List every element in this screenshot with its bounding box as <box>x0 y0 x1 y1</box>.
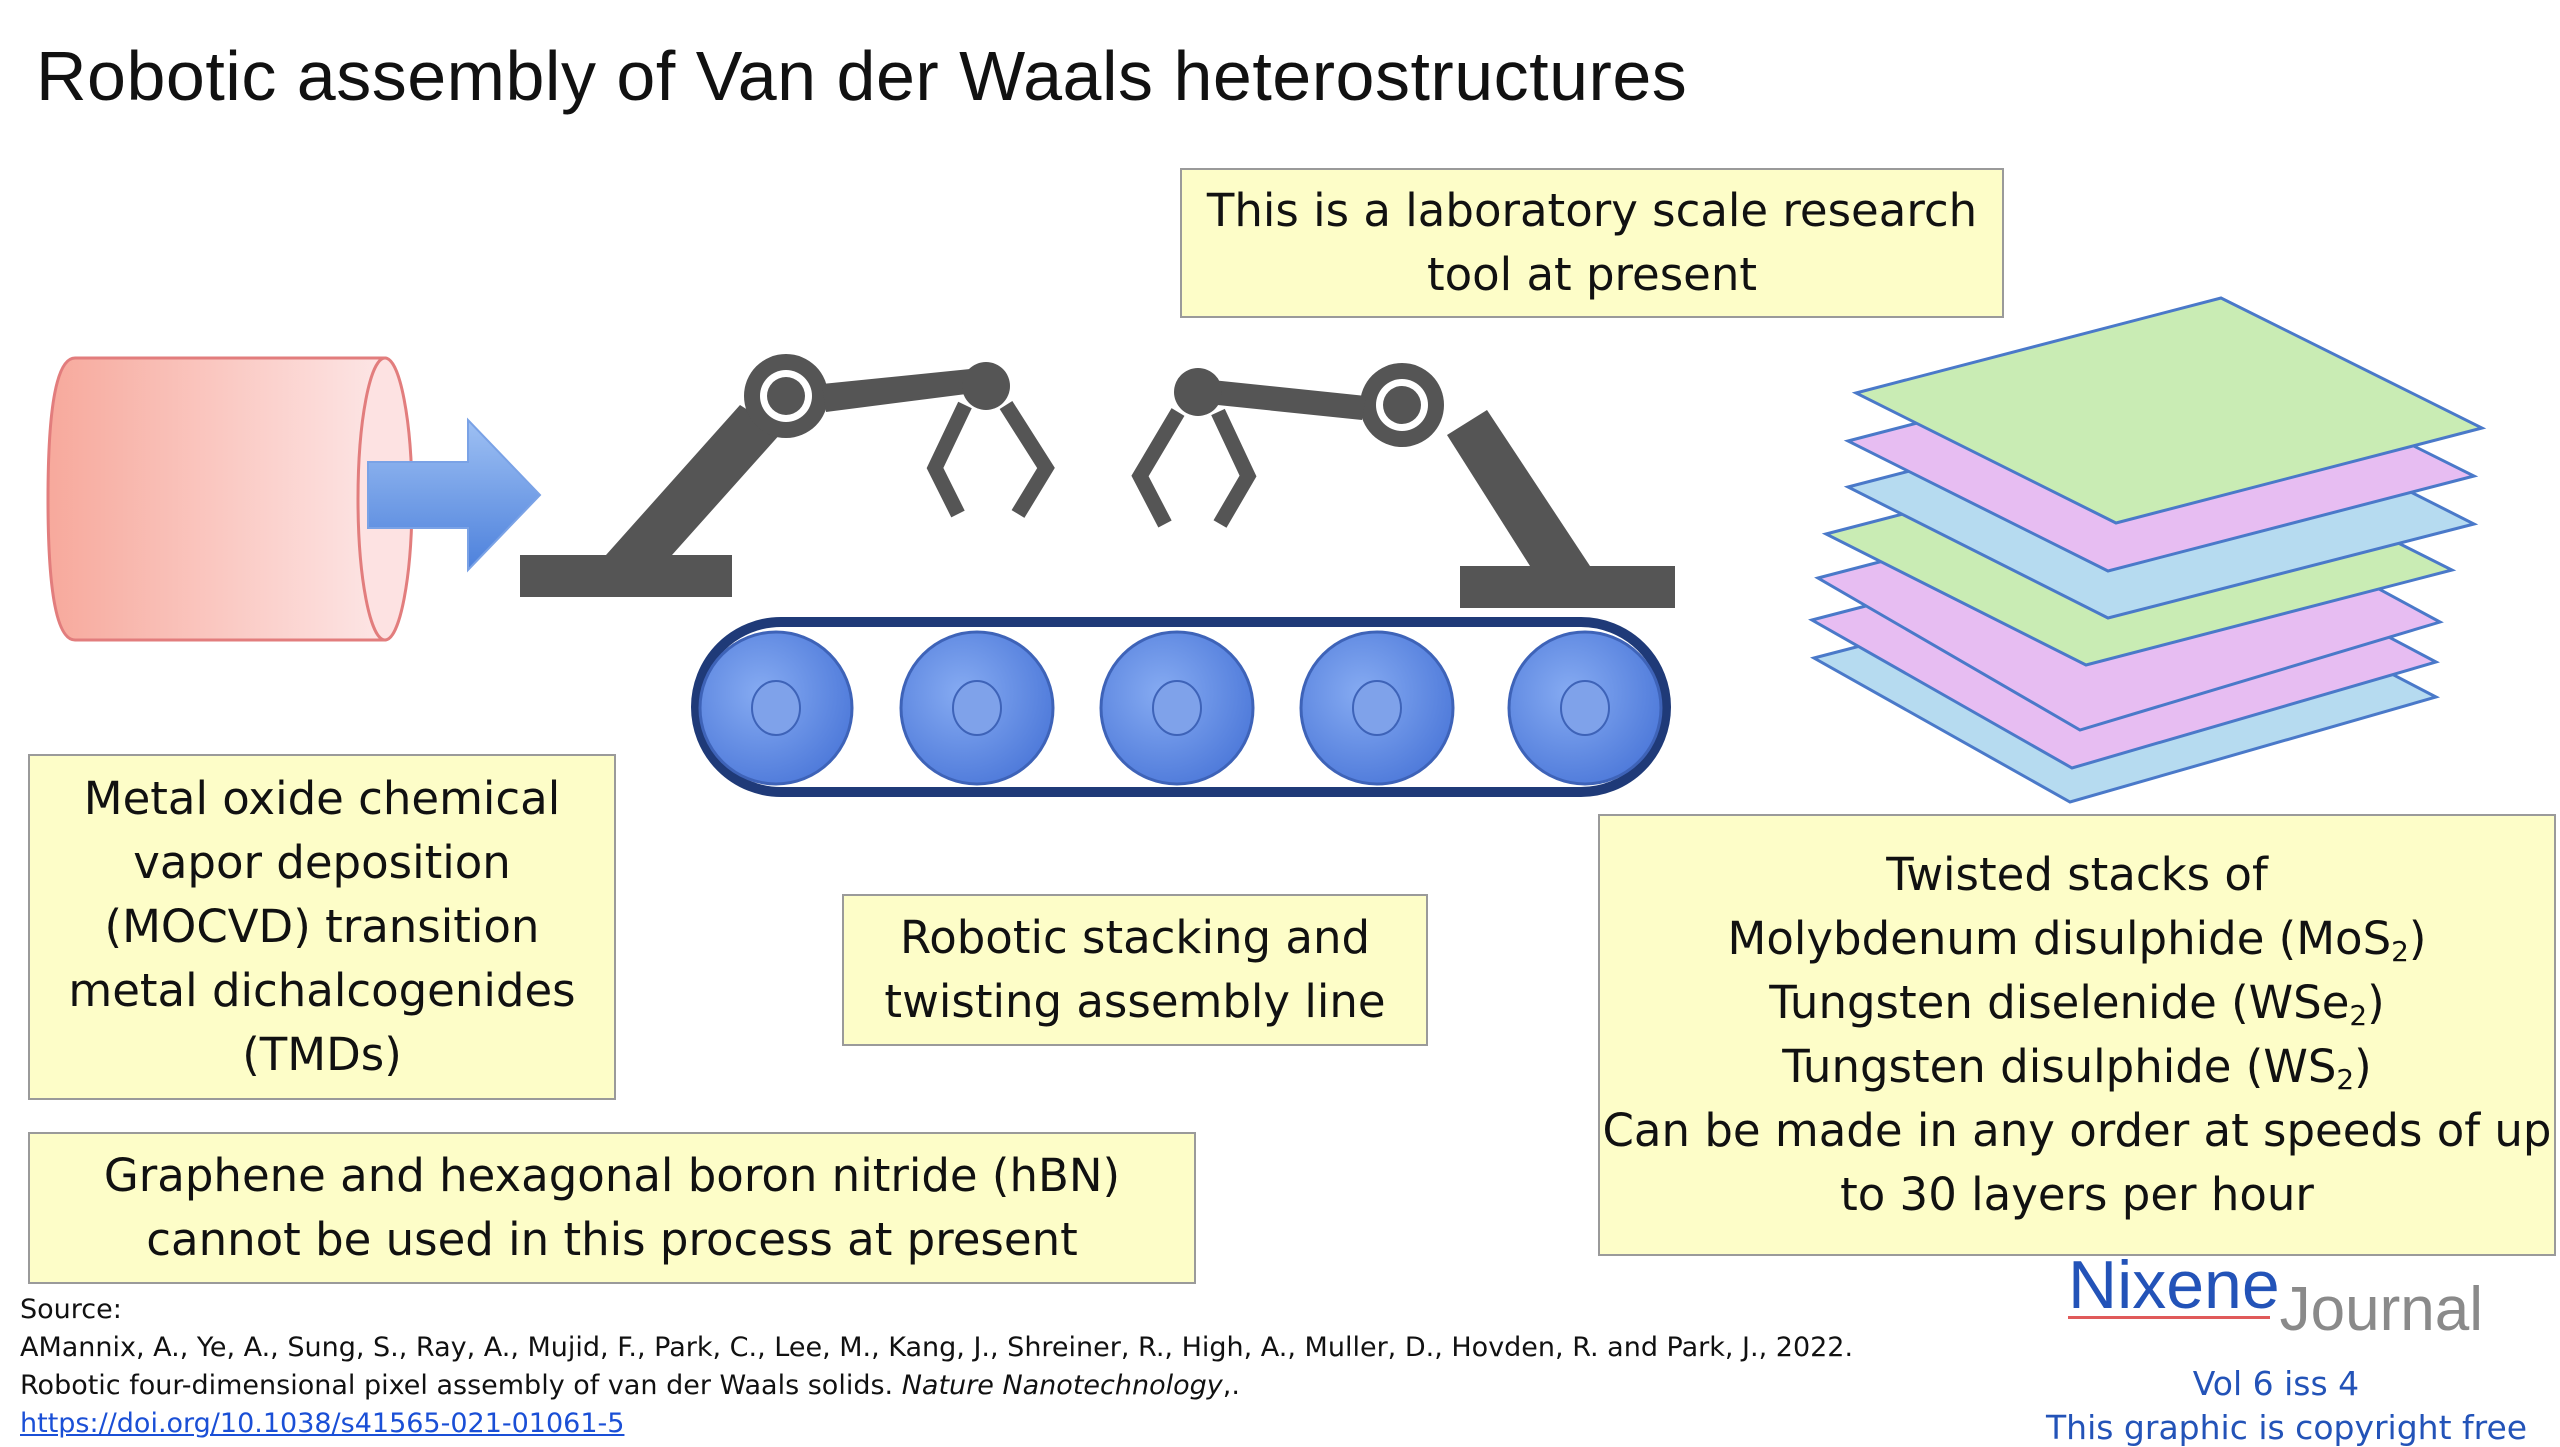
mocvd-line: (MOCVD) transition <box>104 900 540 953</box>
source-title: Robotic four-dimensional pixel assembly … <box>20 1370 1240 1401</box>
input-arrow-icon <box>367 417 542 573</box>
graphene-line: cannot be used in this process at presen… <box>146 1213 1078 1266</box>
robotic-line: twisting assembly line <box>884 975 1386 1028</box>
mocvd-note: Metal oxide chemical vapor deposition (M… <box>28 754 616 1100</box>
conveyor-roller-icon <box>899 630 1055 786</box>
twisted-line: Can be made in any order at speeds of up <box>1602 1104 2552 1157</box>
robotic-line-note: Robotic stacking and twisting assembly l… <box>842 894 1428 1046</box>
mocvd-line: (TMDs) <box>242 1028 402 1081</box>
source-doi: https://doi.org/10.1038/s41565-021-01061… <box>20 1408 624 1439</box>
left-robot-arm-icon <box>520 354 1055 597</box>
conveyor-belt <box>691 617 1671 797</box>
doi-link[interactable]: https://doi.org/10.1038/s41565-021-01061… <box>20 1408 625 1439</box>
source-label: Source: <box>20 1294 122 1325</box>
source-authors: AMannix, A., Ye, A., Sung, S., Ray, A., … <box>20 1332 1854 1363</box>
mocvd-line: Metal oxide chemical <box>83 772 561 825</box>
right-robot-arm-icon <box>1131 363 1675 608</box>
graphene-note: Graphene and hexagonal boron nitride (hB… <box>28 1132 1196 1284</box>
nixene-journal-logo: NixeneJournal <box>2068 1247 2484 1344</box>
wse2-line: Tungsten diselenide (WSe2) <box>1769 976 2385 1032</box>
twisted-line: Twisted stacks of <box>1886 848 2268 901</box>
copyright-note: This graphic is copyright free <box>2046 1408 2528 1447</box>
logo-underline <box>2068 1316 2270 1319</box>
lab-scale-line: This is a laboratory scale research <box>1206 184 1978 237</box>
layer-stack-icon <box>1808 296 2487 804</box>
mos2-line: Molybdenum disulphide (MoS2) <box>1727 912 2427 968</box>
precursor-cylinder <box>46 356 414 642</box>
conveyor-roller-icon <box>1299 630 1455 786</box>
lab-scale-line: tool at present <box>1426 248 1758 301</box>
conveyor-roller-icon <box>1099 630 1255 786</box>
robotic-line: Robotic stacking and <box>899 911 1371 964</box>
twisted-line: to 30 layers per hour <box>1840 1168 2314 1221</box>
volume-issue: Vol 6 iss 4 <box>2192 1364 2360 1403</box>
page-title: Robotic assembly of Van der Waals hetero… <box>36 37 1688 115</box>
ws2-line: Tungsten disulphide (WS2) <box>1782 1040 2372 1096</box>
mocvd-line: vapor deposition <box>133 836 511 889</box>
conveyor-roller-icon <box>1507 630 1663 786</box>
lab-scale-note: This is a laboratory scale research tool… <box>1180 168 2004 318</box>
twisted-stacks-note: Twisted stacks of Molybdenum disulphide … <box>1598 814 2556 1256</box>
graphene-line: Graphene and hexagonal boron nitride (hB… <box>103 1149 1121 1202</box>
stack-sheet <box>1851 296 2487 525</box>
mocvd-line: metal dichalcogenides <box>68 964 576 1017</box>
conveyor-roller-icon <box>698 630 854 786</box>
